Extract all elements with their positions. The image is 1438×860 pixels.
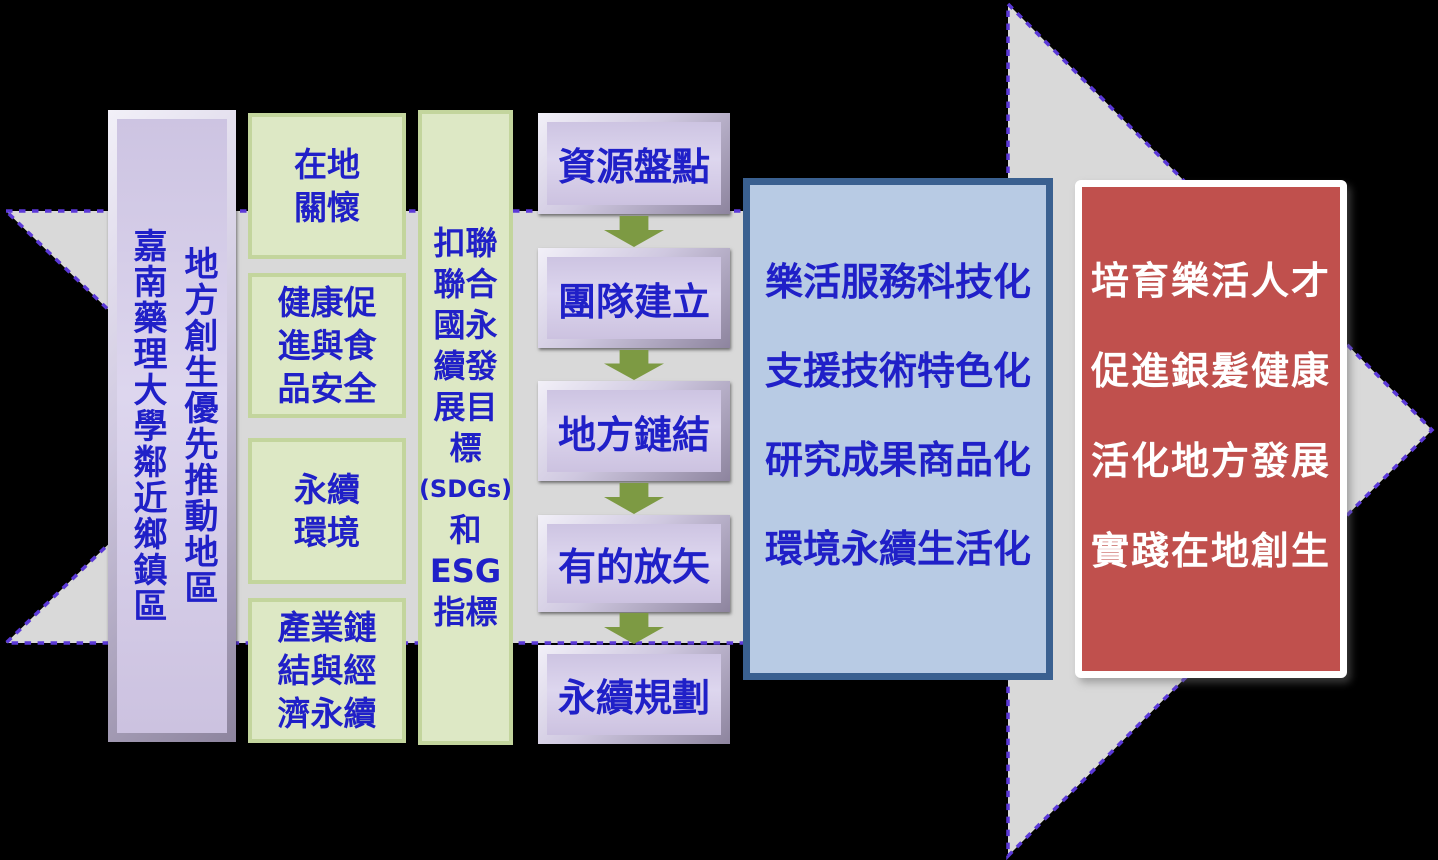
process-step-face: 有的放矢 [547,524,721,603]
strategies-box: 樂活服務科技化 支援技術特色化 研究成果商品化 環境永續生活化 [743,178,1053,680]
focus-area-line: 結與經 [277,651,377,690]
process-step-local-linkage: 地方鏈結 [538,381,730,481]
sdgs-line: 國永 [433,305,498,344]
focus-area-line: 在地 [294,145,360,184]
process-step-label: 團隊建立 [557,279,710,324]
sdgs-line: 標 [449,428,482,467]
sdgs-line: (SDGs) [418,474,513,503]
process-step-face: 團隊建立 [547,257,721,339]
process-step-targeted-action: 有的放矢 [538,515,730,612]
process-step-face: 資源盤點 [547,122,721,205]
focus-area-line: 品安全 [277,369,377,408]
process-step-resource-inventory: 資源盤點 [538,113,730,214]
sdgs-esg-box: 扣聯 聯合 國永 續發 展目 標 (SDGs) 和 ESG 指標 [418,110,513,745]
focus-area-line: 健康促 [277,283,377,322]
strategy-item: 環境永續生活化 [764,526,1031,571]
focus-area-industry-economy: 產業鏈 結與經 濟永續 [248,598,406,743]
strategy-item: 支援技術特色化 [764,348,1031,393]
strategy-item: 樂活服務科技化 [764,259,1031,304]
outcomes-box: 培育樂活人才 促進銀髮健康 活化地方發展 實踐在地創生 [1075,180,1347,678]
sdgs-line: 指標 [433,592,498,631]
region-title-right-column: 地方創生優先推動地區 [178,246,218,606]
sdgs-line: 續發 [433,346,498,385]
focus-area-line: 進與食 [277,326,377,365]
focus-area-line: 永續 [294,470,360,509]
sdgs-line: ESG [429,551,502,590]
sdgs-line: 聯合 [433,264,498,303]
outcome-item: 活化地方發展 [1090,439,1331,483]
focus-area-local-care: 在地 關懷 [248,113,406,259]
focus-area-line: 產業鏈 [277,608,377,647]
outcome-item: 促進銀髮健康 [1090,349,1331,393]
process-step-label: 永續規劃 [557,676,710,720]
focus-area-line: 濟永續 [277,694,377,733]
process-step-label: 資源盤點 [557,145,710,189]
sdgs-line: 和 [449,510,482,549]
sdgs-line: 展目 [433,387,498,426]
outcome-item: 實踐在地創生 [1090,529,1331,573]
process-step-team-building: 團隊建立 [538,248,730,348]
sdgs-line: 扣聯 [433,223,498,262]
process-step-label: 地方鏈結 [557,412,710,457]
region-title: 嘉南藥理大學鄰近鄉鎮區 地方創生優先推動地區 [127,228,218,624]
focus-area-line: 關懷 [294,188,360,227]
region-title-left-column: 嘉南藥理大學鄰近鄉鎮區 [127,228,167,624]
process-step-face: 地方鏈結 [547,390,721,472]
focus-area-sustainable-environment: 永續 環境 [248,438,406,584]
process-step-sustainable-planning: 永續規劃 [538,645,730,744]
region-box-face: 嘉南藥理大學鄰近鄉鎮區 地方創生優先推動地區 [117,119,227,733]
process-step-face: 永續規劃 [547,654,721,735]
focus-area-health-food-safety: 健康促 進與食 品安全 [248,273,406,418]
focus-area-line: 環境 [294,513,360,552]
strategy-item: 研究成果商品化 [764,437,1031,482]
process-step-label: 有的放矢 [557,545,710,589]
region-box: 嘉南藥理大學鄰近鄉鎮區 地方創生優先推動地區 [108,110,236,742]
outcome-item: 培育樂活人才 [1090,259,1331,303]
